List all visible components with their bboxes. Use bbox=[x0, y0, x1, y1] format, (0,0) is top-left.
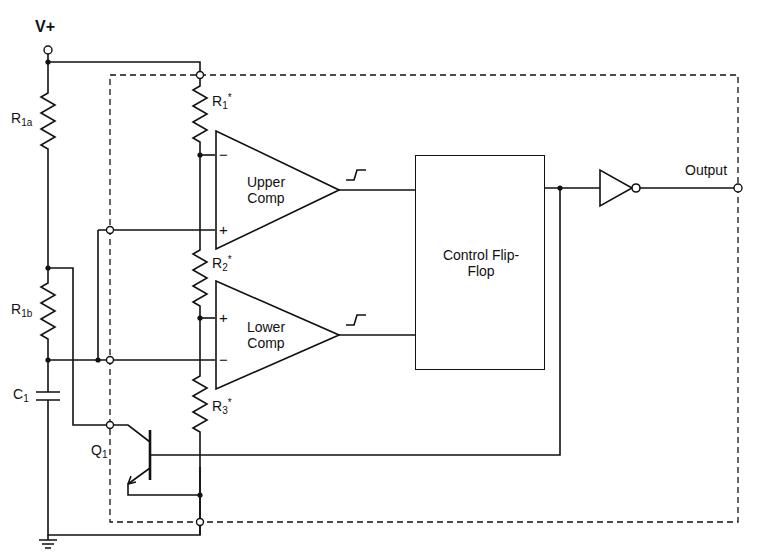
wire bbox=[97, 230, 99, 360]
junction-dot bbox=[45, 357, 50, 362]
supply-label: V+ bbox=[34, 18, 56, 35]
comparator-triangle bbox=[216, 131, 339, 249]
wire bbox=[47, 347, 49, 392]
comparator-triangle bbox=[216, 281, 339, 389]
input-polarity: − bbox=[218, 146, 229, 163]
wire bbox=[48, 268, 150, 442]
pin-terminal bbox=[197, 519, 204, 526]
input-polarity: − bbox=[218, 351, 229, 368]
wire bbox=[47, 54, 49, 85]
junction-dot bbox=[197, 492, 202, 497]
flip-flop-box: Control Flip-Flop bbox=[415, 155, 545, 370]
wire bbox=[48, 400, 200, 535]
junction-dot bbox=[45, 265, 50, 270]
junction-dot bbox=[45, 59, 50, 64]
pin-terminal bbox=[44, 46, 742, 526]
capacitor-symbol bbox=[36, 392, 60, 400]
text-holder: Control Flip-Flop bbox=[416, 156, 546, 369]
resistor-symbol bbox=[193, 368, 207, 440]
pin-terminal bbox=[44, 46, 52, 54]
comparator: Lower Comp bbox=[215, 280, 340, 390]
junction-dot bbox=[197, 152, 202, 157]
inverter-symbol bbox=[600, 170, 632, 206]
wire bbox=[47, 157, 49, 275]
ic-boundary bbox=[110, 75, 738, 522]
wire bbox=[640, 187, 734, 189]
wire bbox=[48, 359, 215, 361]
input-polarity: + bbox=[218, 221, 229, 238]
comparator-name: Lower Comp bbox=[238, 319, 294, 351]
pulse-symbol bbox=[346, 315, 366, 325]
resistor-symbol bbox=[41, 275, 55, 347]
comparator: Upper Comp bbox=[215, 130, 340, 250]
junction-dot bbox=[95, 357, 100, 362]
signal-wire bbox=[339, 334, 415, 336]
capacitor-label: C1 bbox=[12, 386, 30, 403]
pulse-symbol bbox=[346, 170, 366, 180]
signal-wire bbox=[339, 189, 415, 191]
output-label: Output bbox=[684, 162, 728, 179]
resistor-label: R1b bbox=[10, 301, 33, 318]
pin-terminal bbox=[197, 72, 204, 79]
pin-terminal bbox=[107, 422, 114, 429]
resistor-label: R1a bbox=[10, 110, 33, 127]
junction-dot bbox=[557, 185, 562, 190]
resistor-symbol bbox=[193, 78, 207, 150]
pin-terminal bbox=[107, 357, 114, 364]
block-name: Control Flip-Flop bbox=[433, 247, 529, 279]
ground-symbol bbox=[39, 535, 57, 548]
wire bbox=[36, 54, 734, 548]
resistor-label: R1* bbox=[211, 93, 233, 110]
wire bbox=[545, 187, 600, 189]
transistor-symbol bbox=[128, 468, 200, 495]
wire bbox=[199, 150, 201, 242]
resistor-symbol bbox=[193, 242, 207, 314]
text-holder: Lower Comp bbox=[235, 280, 297, 390]
pin-terminal bbox=[734, 184, 742, 192]
transistor-label: Q1 bbox=[90, 442, 108, 459]
junction-dot bbox=[197, 315, 202, 320]
text-holder: Upper Comp bbox=[235, 130, 297, 250]
wire bbox=[199, 314, 201, 368]
pin-terminal bbox=[107, 227, 114, 234]
inverter-bubble bbox=[632, 184, 640, 192]
resistor-symbol bbox=[41, 85, 55, 157]
transistor-arrow bbox=[128, 476, 136, 484]
comparator-name: Upper Comp bbox=[238, 174, 294, 206]
input-polarity: + bbox=[218, 309, 229, 326]
resistor-label: R3* bbox=[211, 398, 233, 415]
wire bbox=[98, 229, 215, 231]
junction-dot bbox=[45, 59, 562, 497]
resistor-label: R2* bbox=[211, 255, 233, 272]
